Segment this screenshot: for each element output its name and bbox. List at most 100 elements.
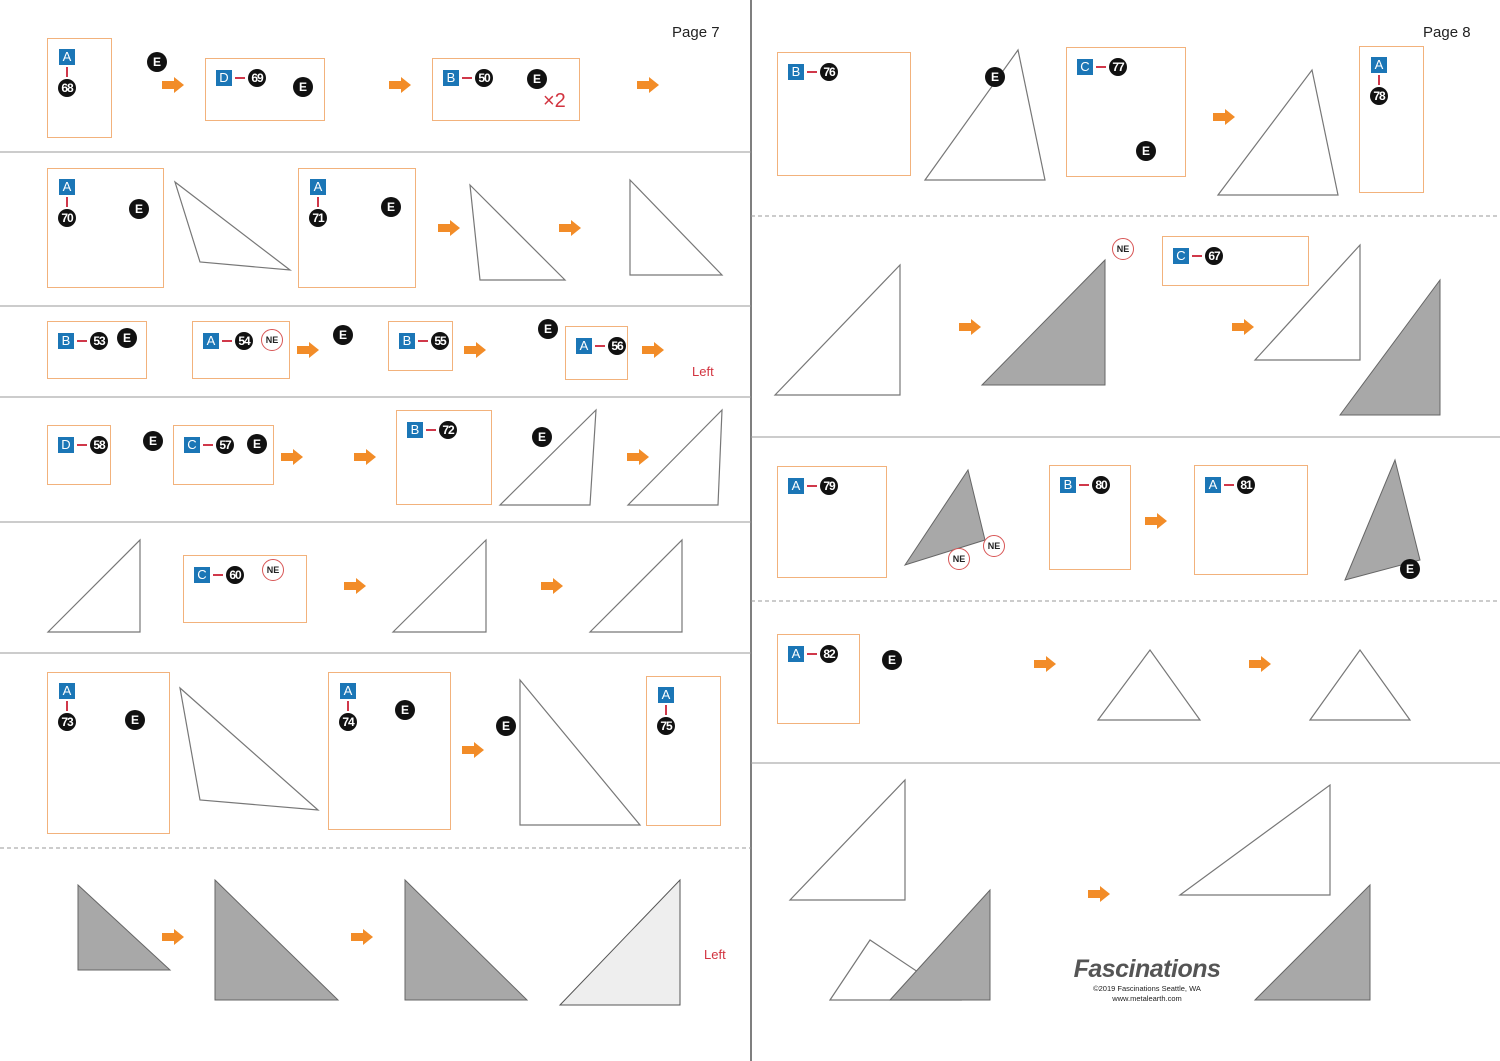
dash bbox=[1192, 255, 1202, 257]
badge-e: E bbox=[125, 710, 145, 730]
dash bbox=[235, 77, 245, 79]
dash bbox=[1224, 484, 1234, 486]
part-number: 54 bbox=[235, 332, 253, 350]
copyright: ©2019 Fascinations Seattle, WA bbox=[1093, 984, 1201, 993]
left-side-note: Left bbox=[704, 947, 726, 962]
dash bbox=[462, 77, 472, 79]
dash bbox=[77, 340, 87, 342]
part-number: 56 bbox=[608, 337, 626, 355]
dash bbox=[77, 444, 87, 446]
page-number-right: Page 8 bbox=[1423, 24, 1471, 41]
part-label: C 57 bbox=[184, 436, 234, 454]
dash bbox=[595, 345, 605, 347]
part-number: 71 bbox=[309, 209, 327, 227]
page-number-left: Page 7 bbox=[672, 24, 720, 41]
panel-outline bbox=[558, 878, 681, 1006]
badge-e: E bbox=[532, 427, 552, 447]
sheet-letter: A bbox=[59, 179, 75, 195]
part-number: 72 bbox=[439, 421, 457, 439]
badge-e: E bbox=[117, 328, 137, 348]
part-label: A 56 bbox=[576, 337, 626, 355]
sheet-letter: C bbox=[1077, 59, 1093, 75]
badge-e: E bbox=[527, 69, 547, 89]
website-url: www.metalearth.com bbox=[1112, 994, 1182, 1003]
panel-drawings bbox=[46, 48, 1412, 1001]
part-label: A 81 bbox=[1205, 476, 1255, 494]
badge-ne: NE bbox=[1112, 238, 1134, 260]
badge-e: E bbox=[147, 52, 167, 72]
step-callout: A 71 bbox=[298, 168, 416, 288]
dash bbox=[222, 340, 232, 342]
sheet-letter: A bbox=[310, 179, 326, 195]
sheet-letter: A bbox=[1205, 477, 1221, 493]
dash bbox=[213, 574, 223, 576]
sheet-letter: C bbox=[194, 567, 210, 583]
sheet-letter: B bbox=[399, 333, 415, 349]
dash bbox=[317, 197, 319, 207]
part-number: 53 bbox=[90, 332, 108, 350]
badge-ne: NE bbox=[261, 329, 283, 351]
part-number: 60 bbox=[226, 566, 244, 584]
badge-e: E bbox=[381, 197, 401, 217]
quantity-multiplier: ×2 bbox=[543, 90, 566, 112]
dash bbox=[418, 340, 428, 342]
sheet-letter: B bbox=[788, 64, 804, 80]
sheet-letter: A bbox=[788, 646, 804, 662]
sheet-letter: A bbox=[658, 687, 674, 703]
sheet-letter: A bbox=[59, 49, 75, 65]
dash bbox=[1378, 75, 1380, 85]
part-number: 69 bbox=[248, 69, 266, 87]
sheet-letter: D bbox=[58, 437, 74, 453]
sheet-letter: A bbox=[576, 338, 592, 354]
dash bbox=[426, 429, 436, 431]
part-label: C 60 bbox=[194, 566, 244, 584]
badge-e: E bbox=[538, 319, 558, 339]
part-number: 80 bbox=[1092, 476, 1110, 494]
part-number: 68 bbox=[58, 79, 76, 97]
dash bbox=[665, 705, 667, 715]
part-label: A 54 bbox=[203, 332, 253, 350]
badge-ne: NE bbox=[983, 535, 1005, 557]
badge-e: E bbox=[1400, 559, 1420, 579]
badge-e: E bbox=[333, 325, 353, 345]
badge-e: E bbox=[985, 67, 1005, 87]
part-number: 67 bbox=[1205, 247, 1223, 265]
badge-ne: NE bbox=[262, 559, 284, 581]
dash bbox=[1079, 484, 1089, 486]
part-number: 77 bbox=[1109, 58, 1127, 76]
step-callout: A 68 bbox=[47, 38, 112, 138]
badge-e: E bbox=[247, 434, 267, 454]
sheet-letter: A bbox=[203, 333, 219, 349]
part-number: 74 bbox=[339, 713, 357, 731]
sheet-letter: B bbox=[443, 70, 459, 86]
sheet-letter: A bbox=[1371, 57, 1387, 73]
part-number: 81 bbox=[1237, 476, 1255, 494]
dash bbox=[66, 701, 68, 711]
badge-e: E bbox=[143, 431, 163, 451]
badge-e: E bbox=[395, 700, 415, 720]
part-number: 73 bbox=[58, 713, 76, 731]
dash bbox=[66, 67, 68, 77]
sheet-letter: C bbox=[184, 437, 200, 453]
part-number: 57 bbox=[216, 436, 234, 454]
badge-e: E bbox=[293, 77, 313, 97]
